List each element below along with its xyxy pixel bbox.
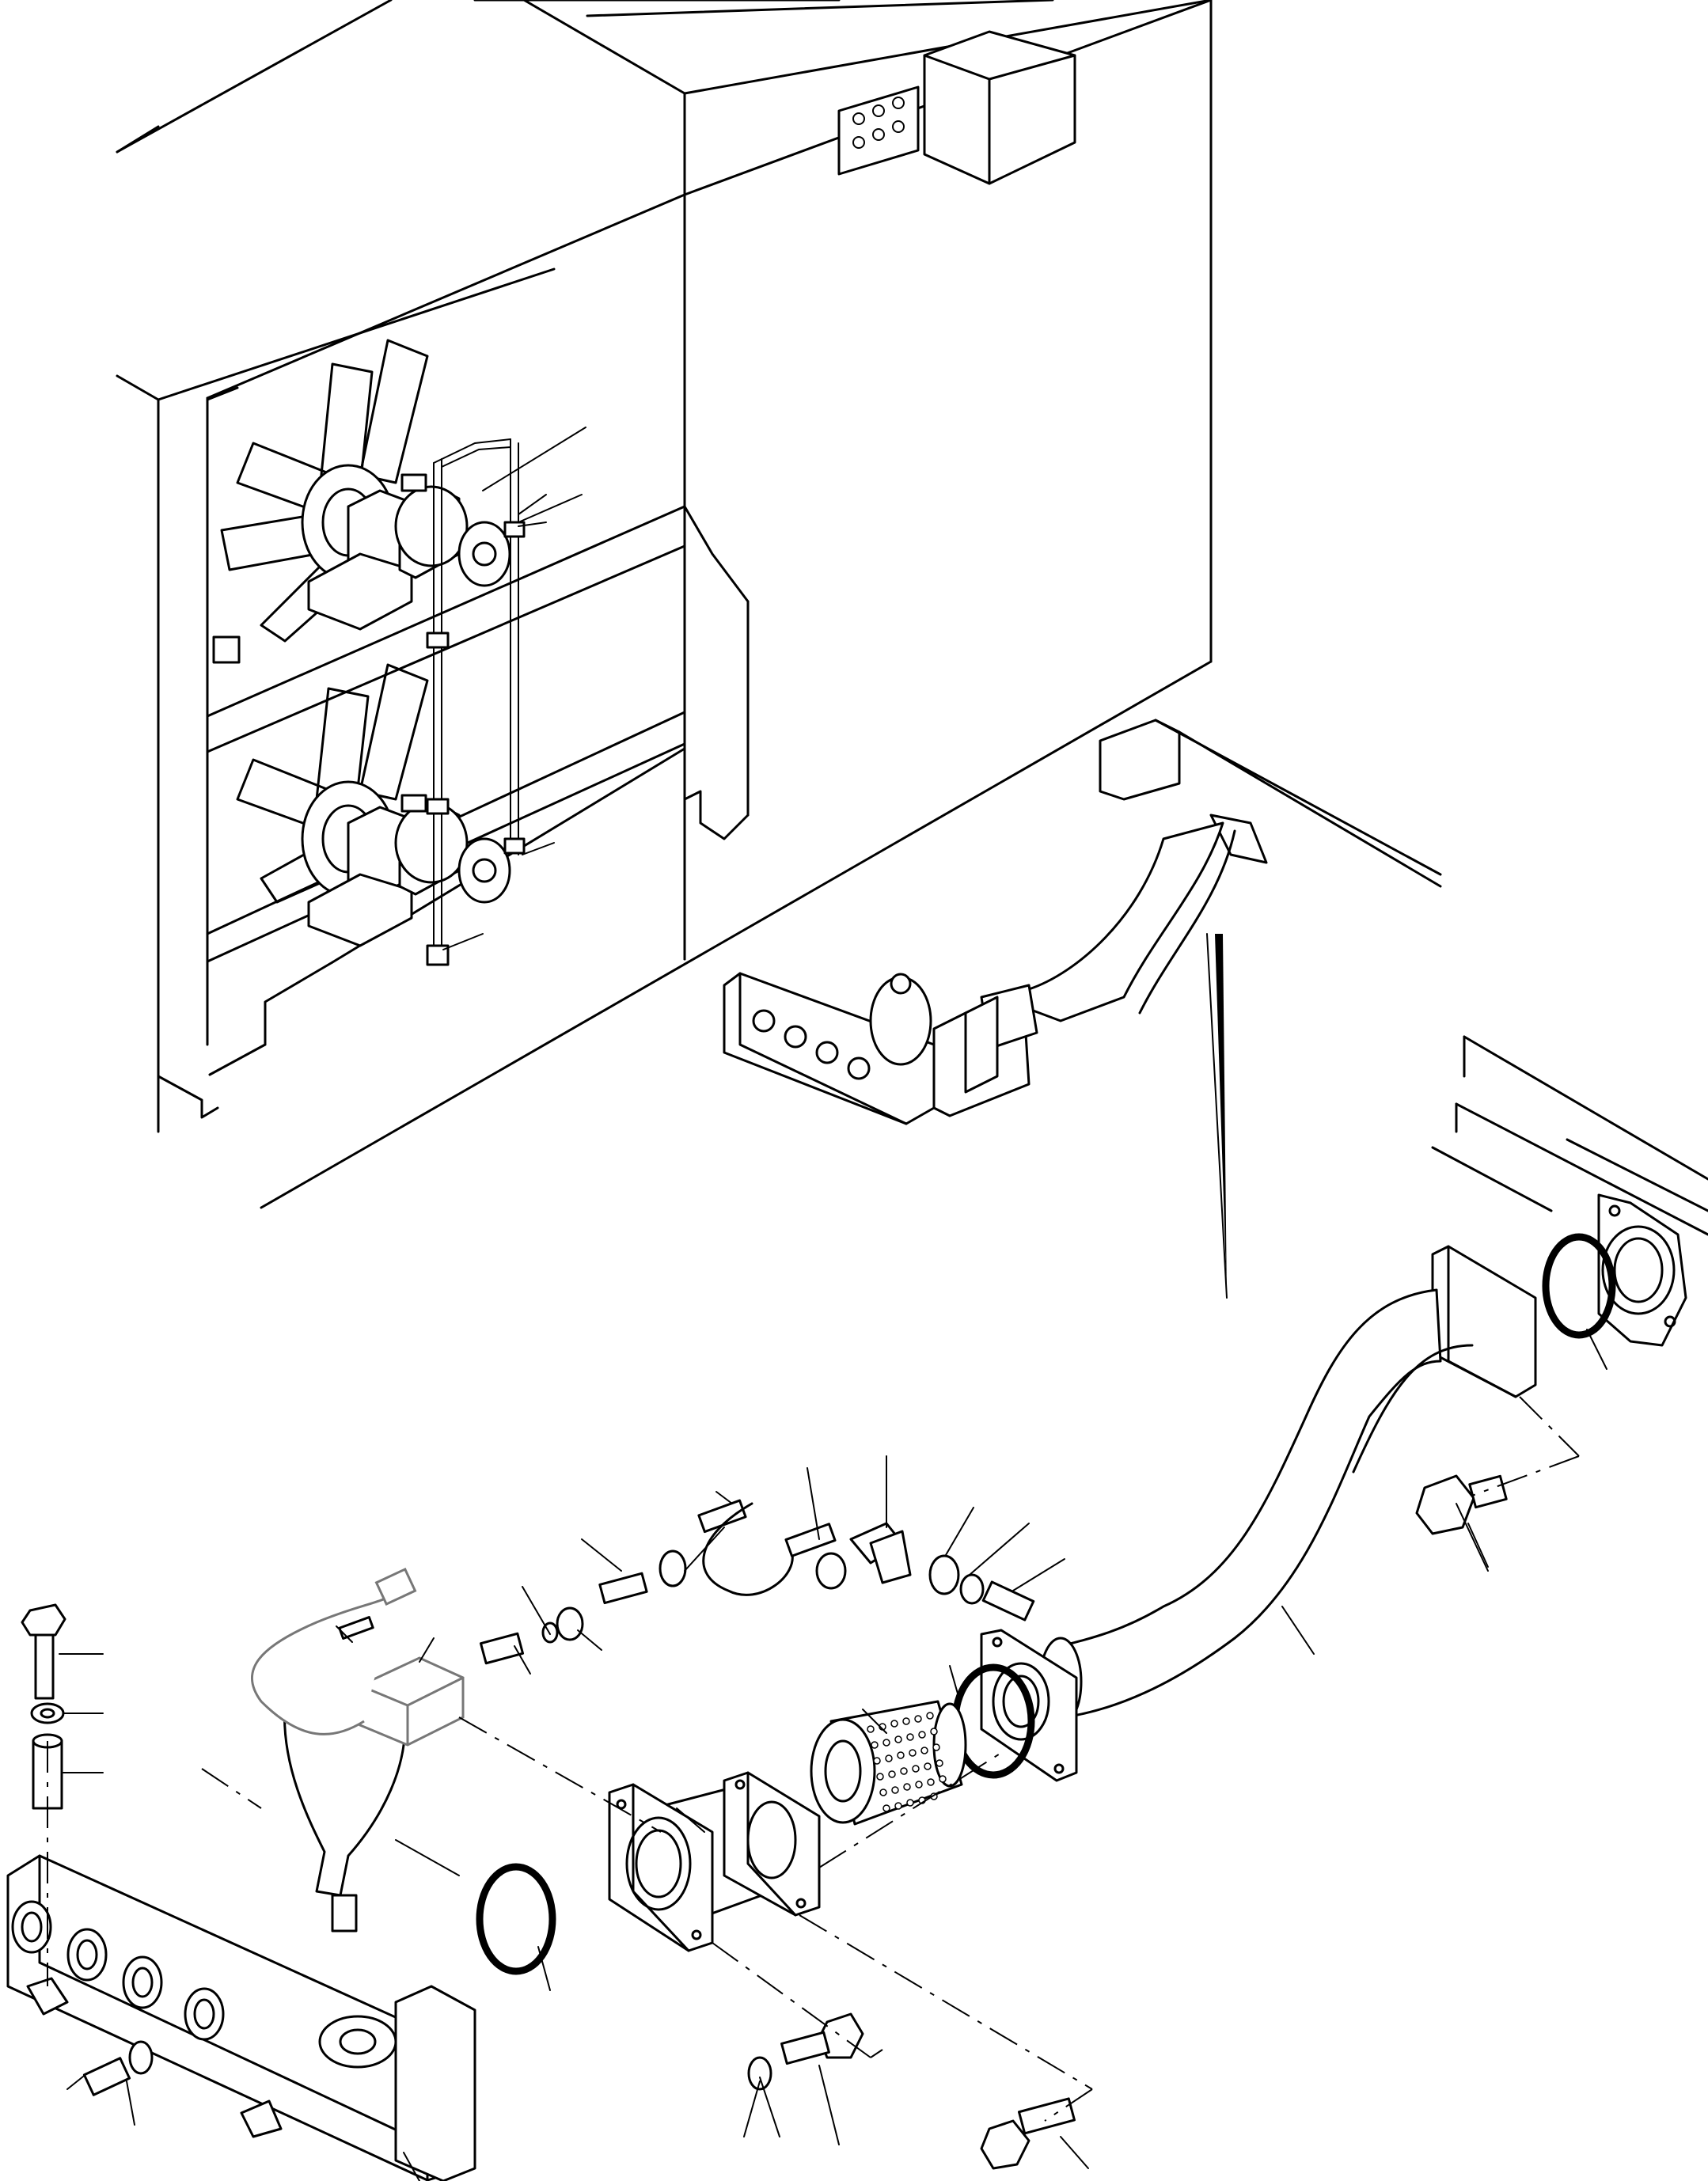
manifold-block-icon	[6, 1854, 476, 2181]
frame-rail	[1431, 1035, 1708, 1236]
center-line	[47, 1396, 1580, 2122]
o-ring-icon	[1542, 1233, 1616, 1339]
pressure-switch-icon	[251, 1567, 465, 1747]
suction-assembly-installed	[723, 719, 1442, 1125]
control-box-icon	[837, 30, 1076, 185]
detail-arrow-icon	[1206, 933, 1228, 1299]
machine-frame	[116, 0, 1213, 1209]
callout-leader	[482, 427, 586, 527]
strainer-element-icon	[810, 1700, 967, 1826]
hydraulic-line-icon	[426, 438, 555, 966]
o-ring-icon	[476, 1863, 556, 1975]
callout-leader	[59, 1329, 1607, 2181]
cooling-fan-icon	[236, 663, 429, 947]
filter-housing-icon	[608, 1771, 821, 1952]
fitting-icon	[479, 1499, 1035, 1665]
fan-motor-icon	[394, 794, 511, 904]
flange-bolt-icon	[21, 1603, 66, 1810]
sensor-block-icon	[212, 635, 241, 664]
fan-motor-icon	[394, 473, 511, 587]
cooling-fan-icon	[220, 339, 429, 643]
flange-bolt-icon	[82, 1474, 1508, 2170]
